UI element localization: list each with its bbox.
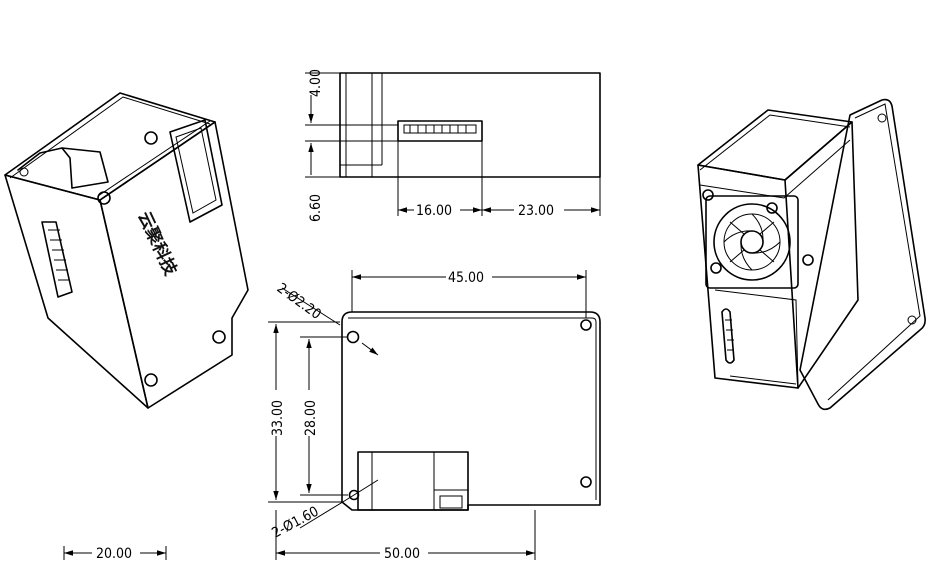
left-isometric-view: 云聚科技 xyxy=(4,92,249,409)
dim-side-depth: 20.00 xyxy=(96,546,132,562)
dim-hole-small: 2-Ø1.60 xyxy=(269,504,321,542)
brand-text: 云聚科技 xyxy=(133,208,181,279)
dim-hole-large: 2-Ø2.20 xyxy=(274,280,324,323)
dim-front-width-inner: 45.00 xyxy=(448,270,484,286)
dim-front-height-outer: 33.00 xyxy=(270,400,286,436)
front-view: 45.00 33.00 28.00 50.00 2-Ø2.20 2-Ø1.60 xyxy=(266,268,601,562)
dim-top-offset: 23.00 xyxy=(518,203,554,219)
dim-top-height-upper: 4.00 xyxy=(308,69,324,97)
side-depth-dimension: 20.00 xyxy=(63,544,167,562)
dim-top-connector-width: 16.00 xyxy=(416,203,452,219)
dim-front-width-outer: 50.00 xyxy=(384,546,420,562)
dim-top-height-lower: 6.60 xyxy=(308,194,324,222)
right-isometric-view xyxy=(697,98,926,411)
top-view: 4.00 6.60 16.00 23.00 xyxy=(305,69,601,222)
dim-front-height-inner: 28.00 xyxy=(303,400,319,436)
